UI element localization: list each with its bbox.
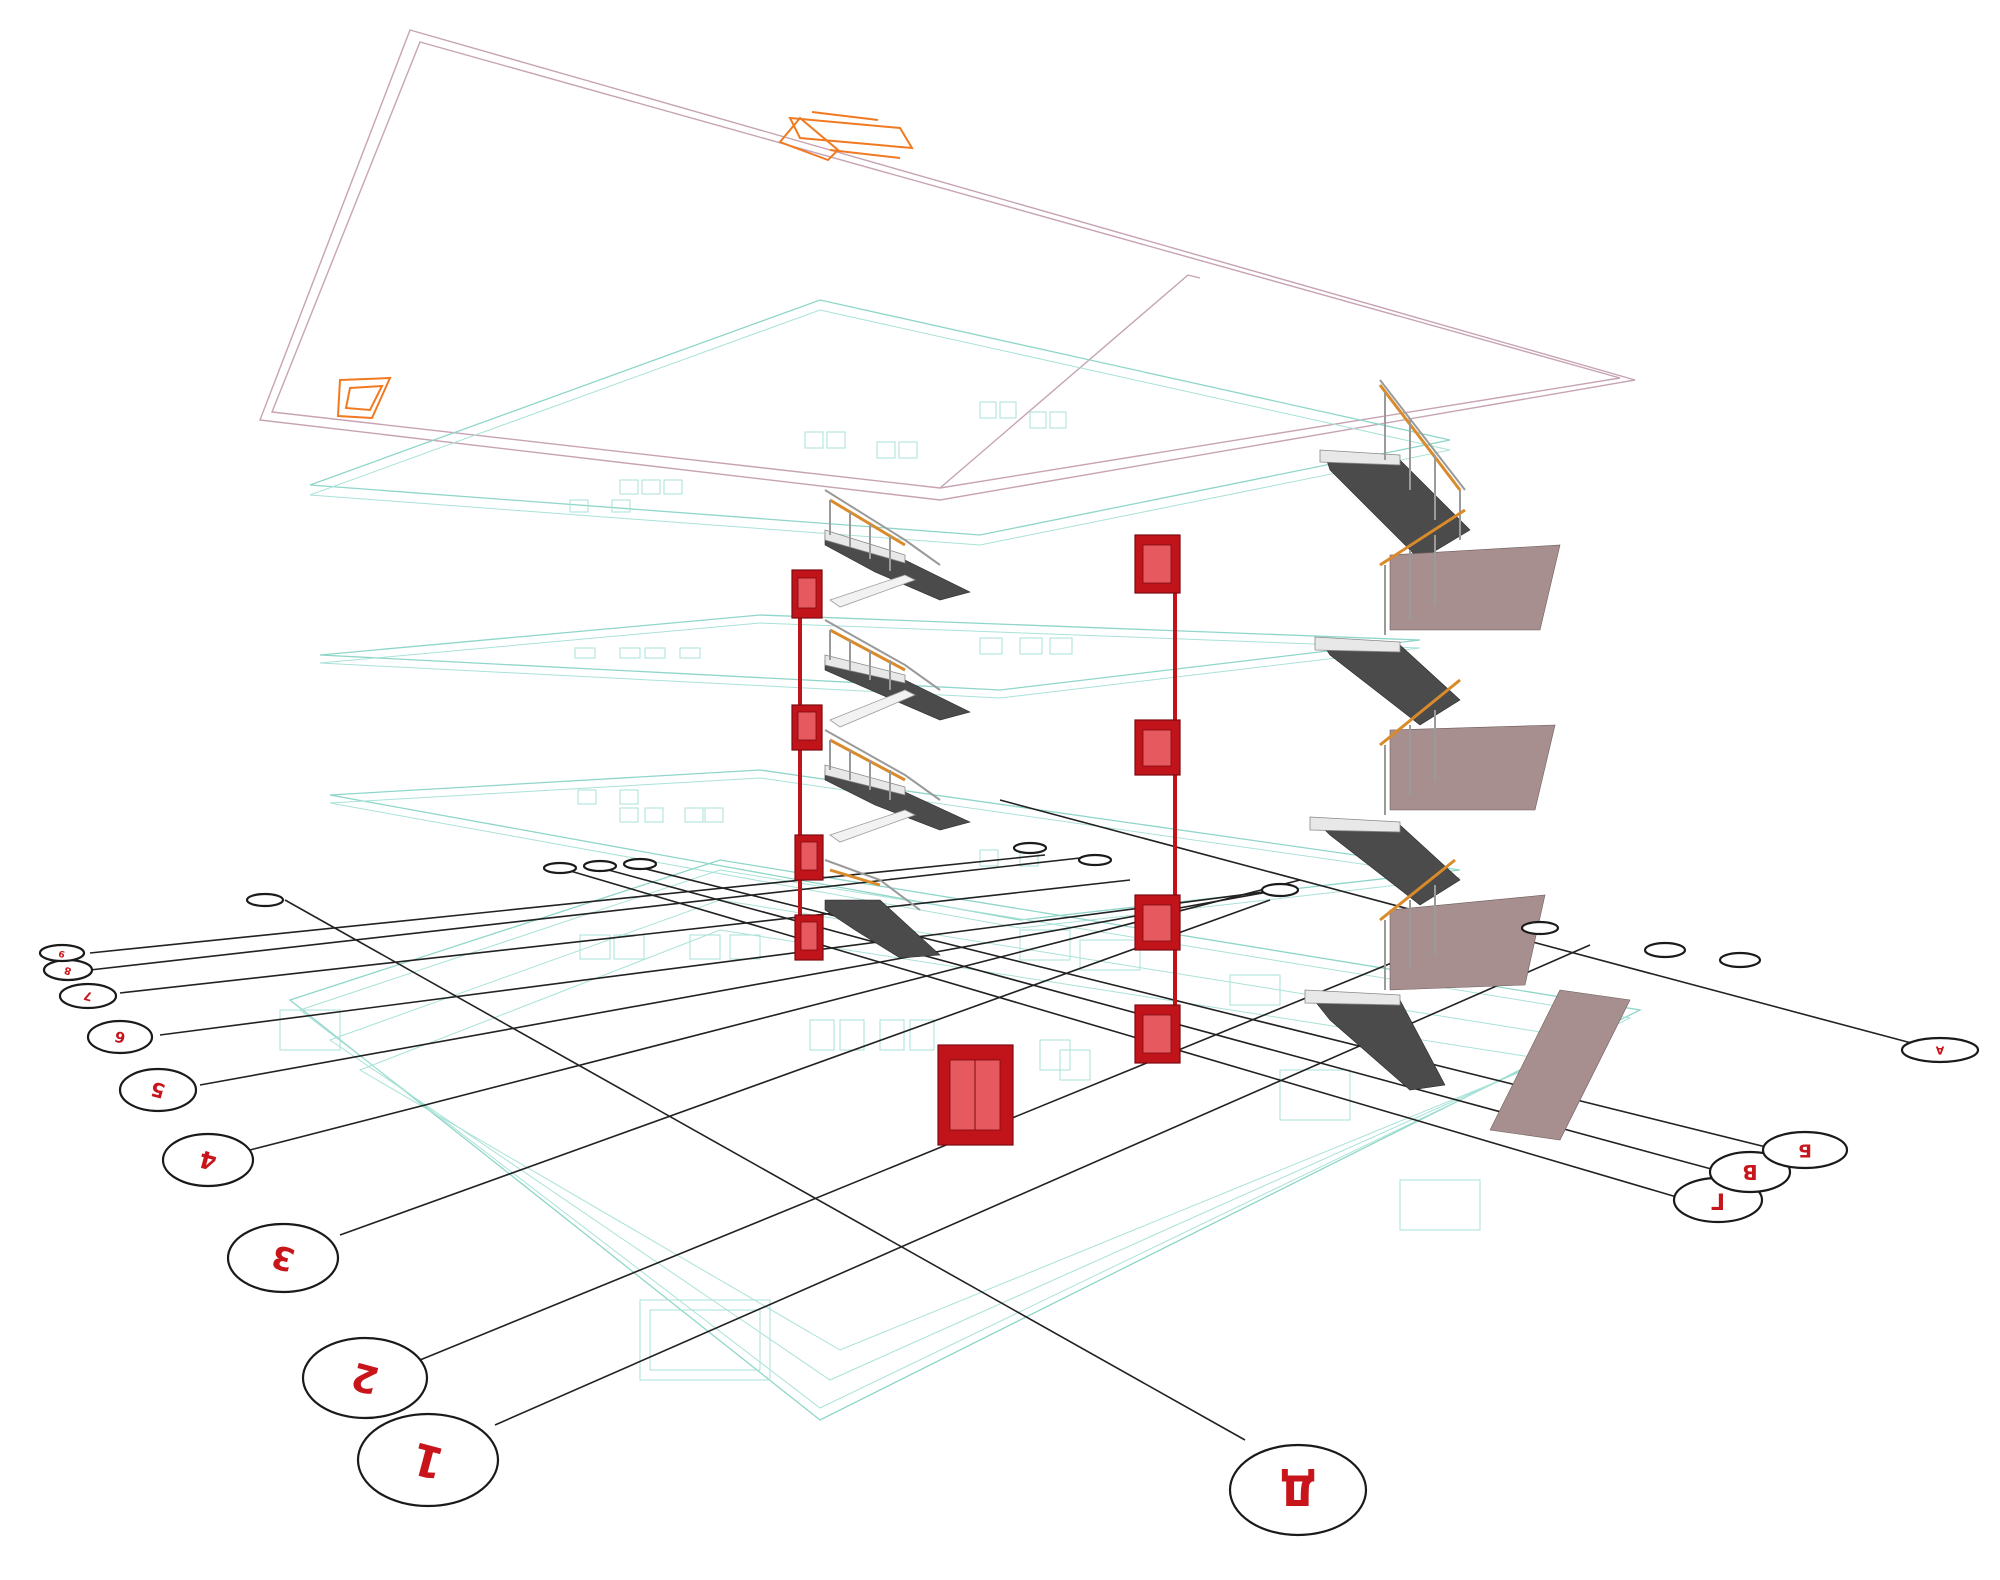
right-stair-flight-top — [1319, 379, 1471, 561]
axis-bubble-label: Г — [1711, 1188, 1725, 1213]
left-stair-flight-2 — [824, 729, 971, 831]
fire-cabinet-right-1 — [1134, 534, 1181, 594]
fire-standpipes — [798, 545, 1177, 1055]
right-staircase — [1304, 379, 1631, 1141]
axis-bubble-label: Д — [1279, 1466, 1316, 1515]
axis-bubble-5: 5 — [118, 1067, 198, 1113]
axis-bubble-label: 7 — [82, 988, 94, 1004]
axis-bubble-label: 4 — [196, 1144, 219, 1175]
roof — [259, 29, 1636, 501]
fire-cabinet-left-1 — [791, 569, 823, 619]
axis-bubbles-far — [245, 841, 1762, 969]
axis-line-4 — [249, 879, 1301, 1151]
axis-line-3 — [339, 899, 1271, 1236]
floor-slab-middle — [319, 614, 1421, 699]
right-stair-flight-2 — [1314, 508, 1561, 726]
fire-cabinet-right-4 — [1134, 1004, 1181, 1064]
axis-line-5 — [199, 887, 1291, 1086]
axis-bubble-В: В — [1708, 1150, 1792, 1194]
right-stair-ground-flight — [1489, 989, 1631, 1141]
axis-line-8 — [89, 857, 1081, 971]
fire-hose-cabinets — [791, 534, 1181, 1146]
roof-hatch-large — [778, 111, 914, 162]
fire-cabinet-left-4 — [794, 914, 824, 961]
axis-bubble-9: 9 — [38, 943, 86, 963]
axis-line-2 — [419, 934, 1461, 1361]
fire-cabinet-right-3 — [1134, 894, 1181, 951]
axis-line-1 — [494, 944, 1591, 1426]
left-stair-flight-4 — [824, 489, 971, 601]
axis-bubble-label: А — [1935, 1044, 1944, 1057]
axis-bubble-label: 8 — [63, 964, 73, 976]
roof-hatch-small — [336, 376, 392, 420]
axis-bubbles-numbered: 1 2 3 4 5 6 7 8 9 — [38, 943, 500, 1508]
axis-bubble-label: 9 — [58, 947, 67, 958]
axis-bubble-7: 7 — [58, 982, 118, 1010]
axis-bubble-А: А — [1900, 1036, 1980, 1064]
grid-axis-lines — [89, 799, 1931, 1441]
left-stair-flight-3 — [824, 619, 971, 721]
axis-bubble-1: 1 — [356, 1412, 500, 1508]
fire-cabinet-left-2 — [791, 704, 823, 751]
floor-slab-ground — [279, 859, 1643, 1421]
axis-line-6 — [159, 887, 1296, 1036]
left-stair-flight-1 — [824, 859, 941, 959]
axis-line-Г — [549, 864, 1681, 1199]
left-staircase — [824, 489, 971, 959]
axis-bubble-3: 3 — [226, 1222, 340, 1294]
axis-bubble-6: 6 — [86, 1019, 154, 1055]
axis-line-7 — [119, 879, 1131, 994]
axis-line-Д — [284, 899, 1246, 1441]
fire-cabinet-left-3 — [794, 834, 824, 881]
axis-bubble-label: 5 — [148, 1077, 168, 1104]
axis-bubble-Б: Б — [1761, 1130, 1849, 1170]
axis-bubble-Д: Д — [1228, 1443, 1368, 1537]
fire-cabinet-right-2 — [1134, 719, 1181, 776]
axis-bubble-2: 2 — [301, 1336, 429, 1420]
axis-bubbles-lettered: Д Г В Б А — [1228, 1036, 1980, 1537]
axis-line-9 — [89, 854, 1046, 954]
axis-bubble-label: 6 — [113, 1027, 128, 1047]
axis-bubble-4: 4 — [161, 1132, 255, 1188]
axis-bubble-label: Б — [1798, 1140, 1812, 1161]
axis-bubble-8: 8 — [42, 958, 94, 982]
axis-bubble-label: В — [1742, 1160, 1757, 1184]
fire-cabinet-ground — [937, 1044, 1014, 1146]
axis-line-Б — [629, 864, 1771, 1149]
floor-slab-lower — [329, 769, 1461, 929]
floor-slab-top — [309, 299, 1451, 546]
right-stair-flight-4 — [1304, 858, 1546, 1091]
